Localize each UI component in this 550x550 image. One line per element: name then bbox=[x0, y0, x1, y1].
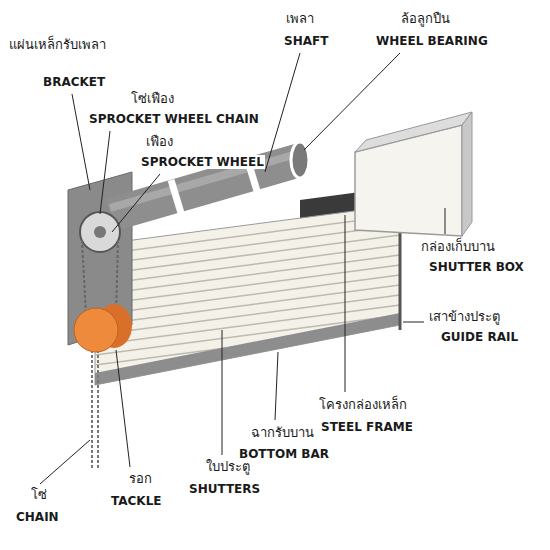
leader-line bbox=[345, 215, 346, 392]
leader-line bbox=[265, 53, 300, 172]
part-label: WHEEL BEARING bbox=[375, 34, 489, 48]
part-label: BOTTOM BAR bbox=[238, 447, 330, 461]
part-label: SPROCKET WHEEL CHAIN bbox=[88, 112, 260, 126]
shutter-box-top bbox=[355, 112, 472, 152]
leader-line bbox=[304, 53, 400, 150]
leader-line bbox=[403, 322, 424, 323]
leader-line bbox=[275, 352, 278, 420]
shutter-face bbox=[95, 205, 400, 385]
tackle bbox=[74, 308, 118, 352]
leader-line bbox=[100, 131, 110, 214]
leader-line bbox=[72, 94, 90, 190]
part-label: STEEL FRAME bbox=[320, 420, 414, 434]
part-label: ใบประตู bbox=[205, 460, 251, 474]
part-label: กล่องเก็บบาน bbox=[420, 240, 496, 254]
part-label: CHAIN bbox=[15, 510, 60, 524]
sprocket-chain bbox=[82, 240, 86, 315]
part-label: GUIDE RAIL bbox=[440, 330, 519, 344]
shutter-slat bbox=[95, 285, 400, 325]
sprocket-chain bbox=[116, 240, 118, 315]
part-label: โซ่ bbox=[30, 488, 48, 502]
part-label: SPROCKET WHEEL bbox=[140, 155, 265, 169]
part-label: แผ่นเหล็กรับเพลา bbox=[8, 38, 107, 52]
part-label: โซ่เฟือง bbox=[130, 92, 175, 106]
shutter-slat bbox=[95, 265, 400, 305]
part-label: เสาข้างประตู bbox=[428, 310, 501, 324]
shutter-slats bbox=[95, 215, 400, 365]
bottom-bar bbox=[95, 313, 400, 385]
shutter-slat bbox=[95, 225, 400, 265]
leader-line bbox=[112, 174, 160, 232]
sprocket-hub bbox=[94, 226, 106, 238]
part-label: SHUTTERS bbox=[188, 482, 261, 496]
part-label: SHUTTER BOX bbox=[428, 260, 525, 274]
part-label: รอก bbox=[128, 472, 153, 486]
leader-line bbox=[445, 208, 446, 234]
part-label: SHAFT bbox=[283, 34, 329, 48]
part-label: โครงกล่องเหล็ก bbox=[318, 398, 408, 412]
shaft-band bbox=[171, 180, 181, 213]
leader-line bbox=[222, 330, 223, 455]
part-label: ฉากรับบาน bbox=[250, 426, 315, 440]
part-label: ล้อลูกปืน bbox=[400, 12, 451, 26]
shutter-box-side bbox=[462, 112, 472, 236]
shutter-slat bbox=[95, 275, 400, 315]
hand-chain bbox=[97, 345, 99, 468]
shutter-slat bbox=[95, 245, 400, 285]
part-label: TACKLE bbox=[110, 494, 163, 508]
leader-line bbox=[116, 350, 130, 467]
shutter-slat bbox=[95, 235, 400, 275]
part-label: BRACKET bbox=[42, 75, 106, 89]
part-label: เฟือง bbox=[145, 135, 174, 149]
part-label: เพลา bbox=[285, 12, 315, 26]
shutter-slat bbox=[95, 255, 400, 295]
sprocket-wheel bbox=[80, 212, 120, 252]
leader-line bbox=[40, 440, 90, 484]
hand-chain bbox=[91, 345, 93, 468]
